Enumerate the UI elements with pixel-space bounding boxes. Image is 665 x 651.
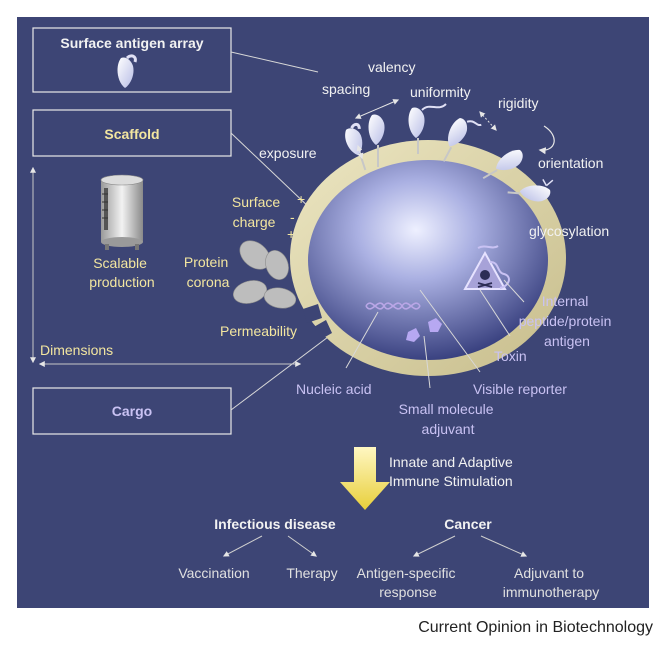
orientation-label: orientation — [538, 155, 603, 171]
charge-plus-1: + — [297, 191, 305, 207]
permeability-label: Permeability — [220, 323, 297, 339]
antigen-2 — [368, 114, 385, 167]
journal-credit: Current Opinion in Biotechnology — [418, 619, 653, 636]
internal-antigen-label: Internal peptide/protein antigen — [519, 293, 616, 349]
spacing-arrow — [354, 99, 400, 119]
infectious-disease-title: Infectious disease — [214, 516, 336, 532]
small-molecule-leader — [423, 335, 431, 389]
protein-corona-label: Protein corona — [184, 254, 232, 290]
cancer-title: Cancer — [444, 516, 492, 532]
toxin-leader — [479, 289, 511, 337]
scalable-production-label: Scalable production — [89, 255, 154, 290]
nucleic-acid-leader — [345, 311, 379, 369]
nucleic-acid-label: Nucleic acid — [296, 381, 371, 397]
small-molecule-label: Small molecule adjuvant — [399, 401, 498, 437]
bioreactor-icon — [100, 174, 144, 250]
scaffold-connector — [230, 132, 313, 211]
orientation-arrow — [538, 125, 555, 155]
scaffold-label: Scaffold — [104, 126, 159, 142]
rigidity-arrow — [479, 111, 497, 131]
internal-antigen-squiggle — [489, 261, 510, 289]
toxin-label: Toxin — [494, 348, 527, 364]
therapy-arrow — [287, 535, 317, 557]
scaffold-box: Scaffold — [32, 109, 232, 157]
surface-antigen-array-label: Surface antigen array — [60, 35, 203, 51]
rigidity-label: rigidity — [498, 95, 538, 111]
charge-minus: - — [290, 209, 295, 225]
toxin-icon — [463, 250, 507, 290]
surface-charge-label: Surface charge — [232, 194, 284, 230]
adjuvant-arrow — [480, 535, 528, 557]
uniformity-label: uniformity — [410, 84, 471, 100]
adjuvant-label: Adjuvant to immunotherapy — [503, 565, 600, 600]
antigen-icon — [117, 54, 137, 88]
dimensions-label: Dimensions — [40, 342, 113, 358]
internal-antigen-leader — [503, 279, 525, 303]
exposure-arrow — [356, 144, 364, 160]
dna-helix-icon — [365, 302, 421, 310]
nanoparticle — [290, 140, 566, 376]
cargo-label: Cargo — [112, 403, 152, 419]
visible-reporter-leader — [419, 289, 481, 373]
vaccination-label: Vaccination — [178, 565, 249, 581]
visible-reporter-label: Visible reporter — [473, 381, 567, 397]
charge-plus-2: + — [287, 226, 295, 242]
cargo-box: Cargo — [32, 387, 232, 435]
antigen-specific-label: Antigen-specific response — [357, 565, 460, 600]
exposure-label: exposure — [259, 145, 317, 161]
immune-stimulation-label: Innate and Adaptive Immune Stimulation — [389, 454, 517, 489]
valency-label: valency — [368, 59, 415, 75]
antigen-5 — [482, 149, 523, 180]
internal-antigen-squiggle-2 — [477, 245, 499, 249]
antigen-3 — [408, 103, 447, 154]
glycosylation-label: glycosylation — [529, 223, 609, 239]
surface-antigen-array-box: Surface antigen array — [32, 27, 232, 93]
antigen-specific-arrow — [412, 535, 456, 557]
immune-stimulation-arrow — [340, 447, 390, 510]
surface-connector — [230, 51, 319, 73]
vaccination-arrow — [222, 535, 263, 557]
antigen-4 — [442, 118, 482, 162]
protein-corona-icon — [233, 240, 297, 309]
therapy-label: Therapy — [286, 565, 337, 581]
small-molecule-icon — [406, 318, 442, 342]
antigen-6 — [507, 178, 554, 202]
spacing-label: spacing — [322, 81, 370, 97]
